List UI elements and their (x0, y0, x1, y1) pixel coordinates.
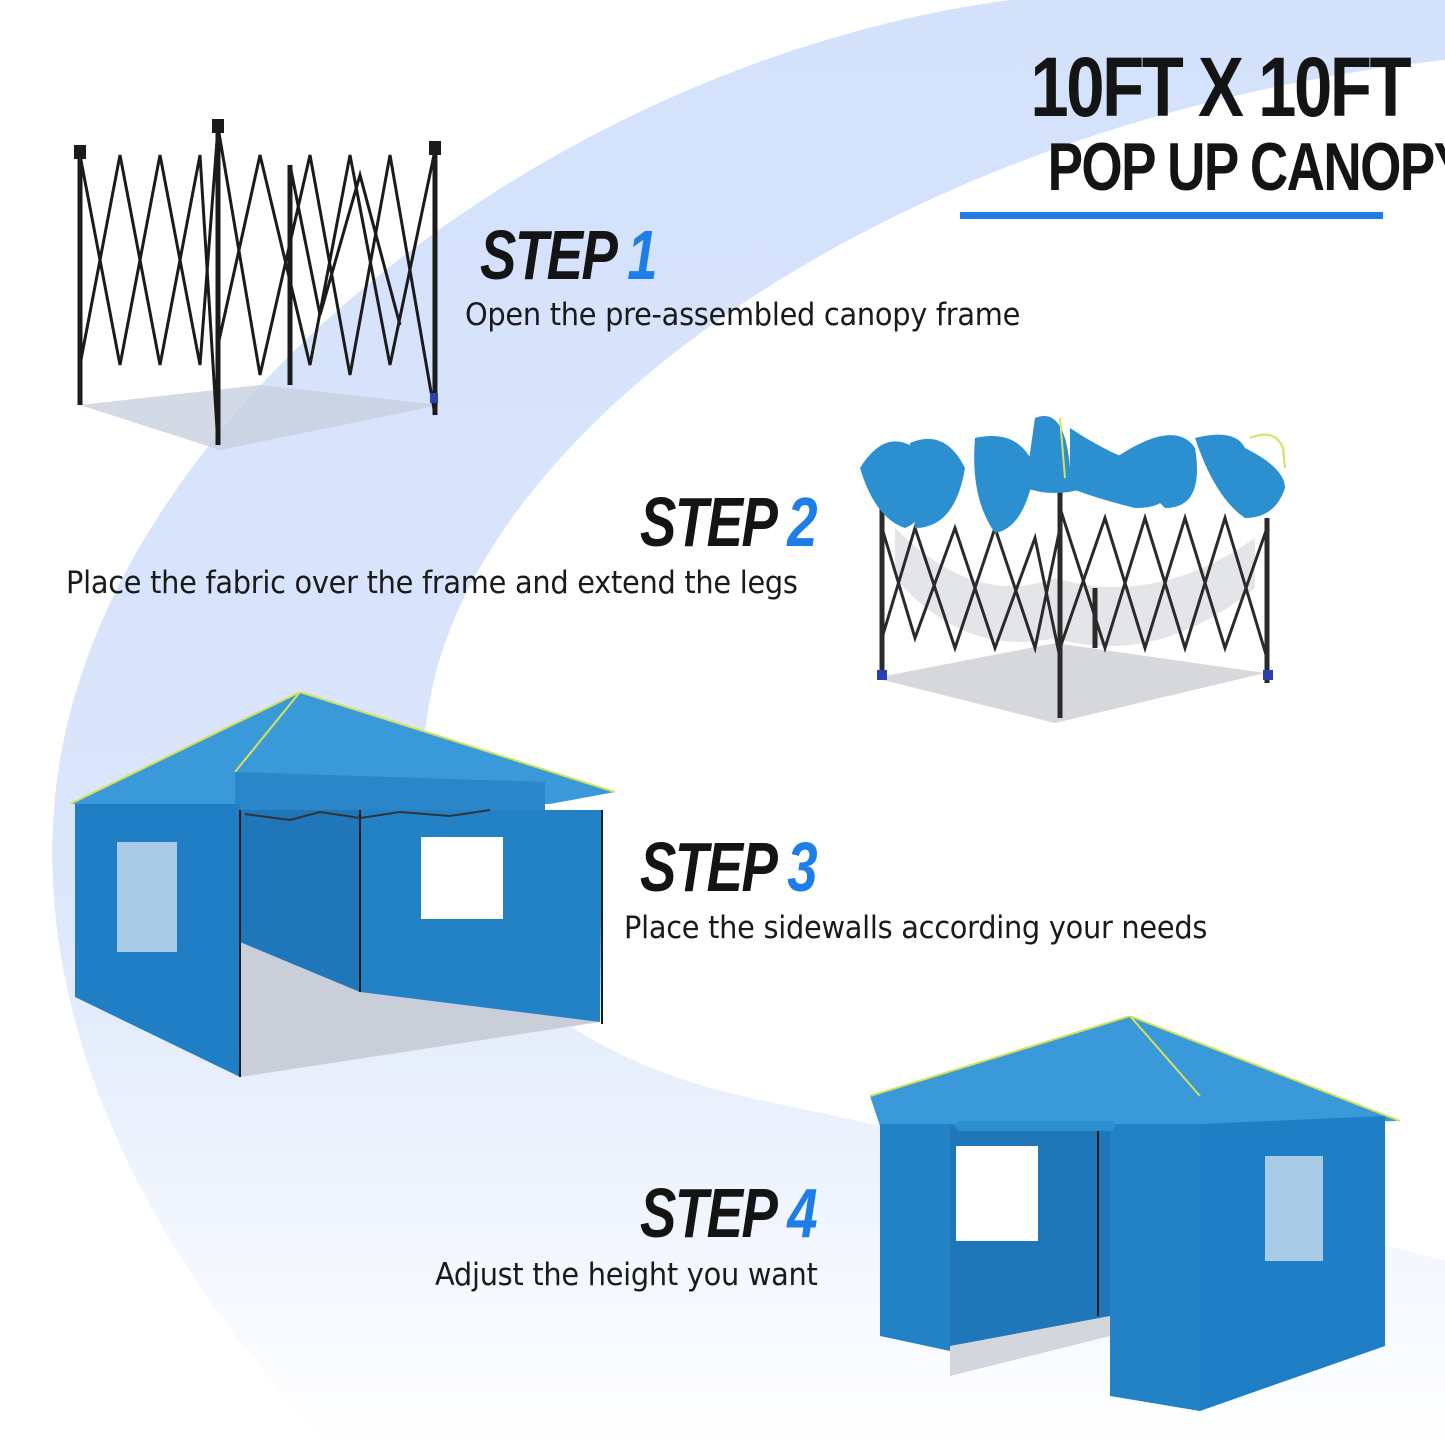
step-1-description: Open the pre-assembled canopy frame (465, 297, 1021, 333)
canopy-two-sidewalls-image (70, 692, 615, 1077)
step-4-description: Adjust the height you want (435, 1257, 818, 1293)
step-label: STEP (640, 1174, 778, 1252)
heading-size: 10FT X 10FT (1030, 40, 1411, 134)
step-2-description: Place the fabric over the frame and exte… (66, 565, 798, 601)
canopy-fabric-on-frame-image (860, 416, 1286, 723)
step-label: STEP (640, 483, 778, 561)
step-label: STEP (480, 216, 618, 294)
step-3-description: Place the sidewalls according your needs (624, 910, 1208, 946)
heading-underline (960, 212, 1383, 219)
heading-product: POP UP CANOPY (1047, 129, 1445, 205)
product-heading: 10FT X 10FT POP UP CANOPY (953, 40, 1445, 205)
canopy-frame-open-image (74, 119, 441, 450)
step-number: 4 (787, 1174, 817, 1252)
step-label: STEP (640, 828, 778, 906)
step-number: 3 (787, 828, 817, 906)
step-number: 1 (627, 216, 657, 294)
canopy-four-sidewalls-image (869, 1016, 1401, 1411)
step-number: 2 (787, 483, 817, 561)
